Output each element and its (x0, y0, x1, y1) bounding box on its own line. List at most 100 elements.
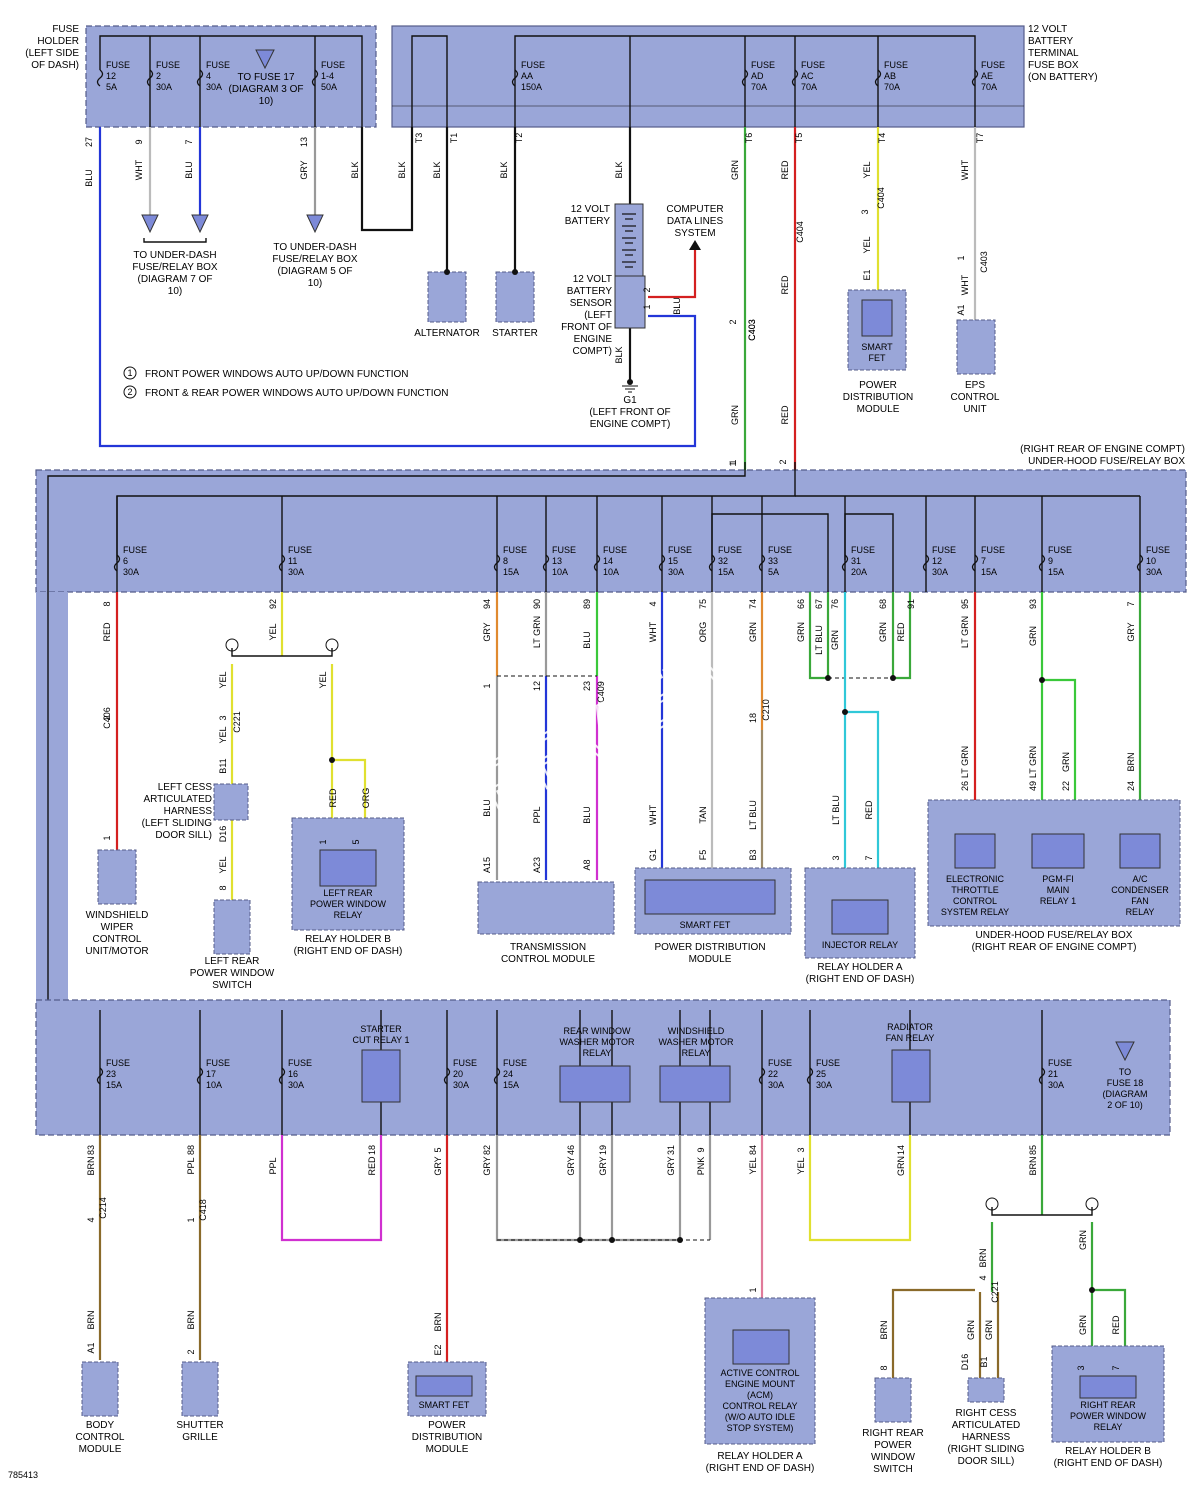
pin-label: C404 (795, 221, 805, 243)
pin-label: E2 (433, 1344, 443, 1355)
pin-label: 66 (796, 599, 806, 609)
pin-label: 90 (532, 599, 542, 609)
junction (842, 709, 848, 715)
pin-label: C406 (102, 707, 112, 729)
pin-label: C210 (761, 699, 771, 721)
wire-color-label: GRN (966, 1320, 976, 1340)
wire-color-label: BLU (482, 799, 492, 817)
wire-color-label: GRN (730, 405, 740, 425)
pin-label: 8 (218, 885, 228, 890)
junction (512, 269, 518, 275)
alternator-label: ALTERNATOR (414, 328, 480, 339)
pin-label: 18 (748, 713, 758, 723)
rr-switch-box (874, 1377, 912, 1423)
wire-color-label: GRN (878, 622, 888, 642)
pin-label: 49 (1028, 781, 1038, 791)
pin-label: 1 (956, 255, 966, 260)
wire-color-label: RED (864, 800, 874, 820)
wire-color-label: LT BLU (814, 625, 824, 655)
fuse-icon (196, 1067, 204, 1085)
pin-label: E1 (862, 269, 872, 280)
lr-relay (319, 849, 377, 887)
pin-label: 82 (482, 1145, 492, 1155)
wire-color-label: BRN (433, 1312, 443, 1331)
rear-washer-relay (559, 1065, 631, 1103)
pin-label: 1 (728, 461, 738, 466)
smart-fet-mid (644, 879, 776, 915)
wire-color-label: PPL (268, 1157, 278, 1174)
fuse-icon (593, 554, 601, 572)
pin-label: C214 (98, 1197, 108, 1219)
fuse-icon (443, 1067, 451, 1085)
pin-label: 26 (960, 781, 970, 791)
pin-label: 3 (218, 715, 228, 720)
fuse-icon (1038, 1067, 1046, 1085)
pin-label: 83 (86, 1145, 96, 1155)
fuse-icon (278, 1067, 286, 1085)
fuse-icon (806, 1067, 814, 1085)
pin-label: T2 (514, 133, 524, 144)
acm-holder-label: RELAY HOLDER A(RIGHT END OF DASH) (706, 1451, 815, 1474)
pin-label: T3 (414, 133, 424, 144)
wire-color-label: GRN (1078, 1230, 1088, 1250)
wire-color-label: BLK (614, 346, 624, 363)
pin-label: 1 (728, 459, 738, 464)
pin-label: 3 (831, 855, 841, 860)
junction (1039, 677, 1045, 683)
pin-label: 2 (102, 715, 112, 720)
wire-color-label: GRY (482, 1156, 492, 1175)
connector-e-icon (255, 49, 275, 70)
battery-fuse-box (391, 25, 1025, 128)
pin-label: 13 (299, 137, 309, 147)
fuse-icon (971, 69, 979, 87)
injector-relay (831, 899, 889, 935)
wire-color-label: GRN (1078, 1315, 1088, 1335)
wire-color-label: GRN (830, 630, 840, 650)
ws-washer-relay (659, 1065, 731, 1103)
pin-label: C403 (747, 319, 757, 341)
pin-label: T6 (744, 133, 754, 144)
fuse-icon (708, 554, 716, 572)
connector-d-icon (1115, 1041, 1135, 1062)
pin-label: F5 (698, 850, 708, 861)
pin-label: T5 (794, 133, 804, 144)
pin-label: 22 (1061, 781, 1071, 791)
pin-label: 88 (186, 1145, 196, 1155)
pin-label: 2 (642, 287, 652, 292)
bus-line (844, 513, 894, 595)
wire-ppl-loop (280, 1135, 383, 1242)
pin-label: 2 (728, 319, 738, 324)
wire-grn-split (1092, 1288, 1127, 1370)
pin-label: 4 (86, 1217, 96, 1222)
wire-yel-loop (808, 1135, 912, 1242)
wire-color-label: PPL (186, 1157, 196, 1174)
pin-label: 92 (268, 599, 278, 609)
pgm-relay (1031, 833, 1085, 869)
ground-icon (622, 379, 638, 393)
relay-holder-a-label: RELAY HOLDER A(RIGHT END OF DASH) (806, 962, 915, 985)
wire-color-label: GRY (666, 1156, 676, 1175)
fuse-icon (922, 554, 930, 572)
pin-label: 23 (582, 681, 592, 691)
fuse-icon (658, 554, 666, 572)
pin-label: C418 (198, 1199, 208, 1221)
